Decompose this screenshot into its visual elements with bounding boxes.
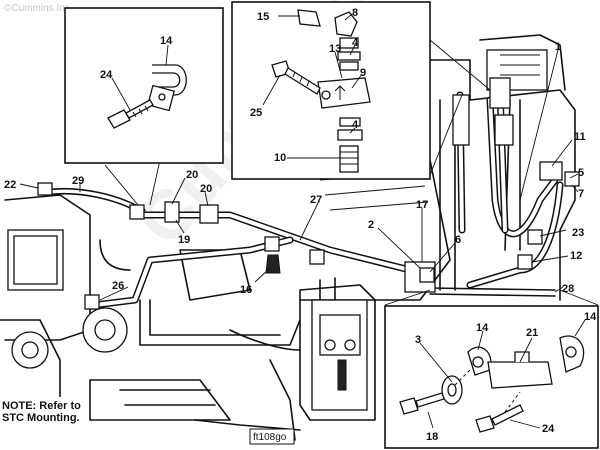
callout-9: 9	[360, 67, 366, 79]
callout-21: 21	[526, 327, 538, 339]
inset-clamp-assembly	[384, 289, 599, 449]
callout-1: 1	[555, 41, 561, 53]
callout-22: 22	[4, 179, 16, 191]
callout-13: 13	[329, 43, 341, 55]
callout-3: 3	[415, 334, 421, 346]
fuel-pump	[299, 277, 376, 421]
callout-11: 11	[574, 131, 586, 143]
callout-26: 26	[112, 280, 124, 292]
callout-15: 15	[257, 11, 269, 23]
fitting-26	[84, 294, 100, 310]
engine-background	[0, 34, 576, 441]
callout-27: 27	[310, 194, 322, 206]
callout-20-b: 20	[200, 183, 212, 195]
callout-10: 10	[274, 152, 286, 164]
callout-24-inset-top: 24	[100, 69, 113, 81]
note-line-1: NOTE: Refer to	[2, 400, 81, 412]
callout-29: 29	[72, 175, 84, 187]
callout-7: 7	[578, 188, 584, 200]
callout-14-inset-left: 14	[476, 322, 489, 334]
callout-14-inset-top: 14	[160, 35, 173, 47]
figure-code: ft108go	[253, 432, 287, 443]
callout-5: 5	[578, 167, 584, 179]
note-line-2: STC Mounting.	[2, 412, 80, 424]
callout-12: 12	[570, 250, 582, 262]
copyright-text: ©Cummins Inc	[4, 3, 70, 14]
callout-20-a: 20	[186, 169, 198, 181]
callout-16: 16	[240, 284, 252, 296]
callout-numbers: 1 2 3 4 4 5 6 7 8 9 10 11 12 13 14 14 14…	[4, 7, 597, 443]
leader-lines	[19, 13, 586, 429]
figure-code-box: ft108go	[249, 428, 295, 445]
callout-23: 23	[572, 227, 584, 239]
callout-14-inset-right: 14	[584, 311, 597, 323]
callout-17: 17	[416, 199, 428, 211]
callout-19: 19	[178, 234, 190, 246]
fittings	[37, 77, 580, 310]
note-block: NOTE: Refer to STC Mounting.	[0, 397, 88, 425]
callout-18: 18	[426, 431, 438, 443]
callout-8: 8	[352, 7, 358, 19]
callout-2: 2	[368, 219, 374, 231]
callout-4-lower: 4	[352, 119, 359, 131]
inset-clamp-bolt	[64, 7, 224, 206]
callout-28: 28	[562, 283, 574, 295]
fitting-22	[37, 182, 53, 196]
callout-24-inset-bottom: 24	[542, 423, 555, 435]
callout-4-upper: 4	[352, 37, 359, 49]
inset-fitting-stack	[231, 1, 491, 180]
callout-25: 25	[250, 107, 262, 119]
callout-6: 6	[455, 234, 461, 246]
